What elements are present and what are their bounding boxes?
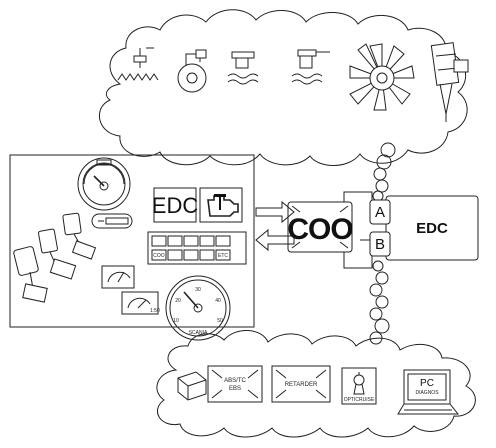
abs-ebs-unit: ABS/TC EBS bbox=[207, 365, 263, 403]
turbo-sensor-icon bbox=[177, 49, 207, 93]
ecu-cloud: ABS/TC EBS RETARDER OPTICRUISE PC DIAGNO… bbox=[156, 330, 476, 438]
edc-module-label: EDC bbox=[416, 220, 448, 237]
edc-port-b: B bbox=[375, 236, 385, 253]
brake-pedal-icon bbox=[38, 228, 77, 280]
accelerator-pedal-icon bbox=[62, 212, 97, 260]
speedometer-brand: SCANIA bbox=[189, 330, 208, 336]
tachometer-icon bbox=[77, 157, 131, 211]
edc-lamp-label: EDC bbox=[152, 193, 199, 218]
warning-lamp-strip: COO ETC bbox=[147, 231, 247, 265]
fan-icon bbox=[349, 43, 415, 111]
crank-sensor-icon bbox=[117, 47, 159, 81]
sensor-cloud bbox=[99, 9, 469, 166]
edc-port-a: A bbox=[375, 204, 385, 221]
engine-check-icon bbox=[199, 187, 243, 223]
retarder-label: RETARDER bbox=[285, 382, 318, 388]
retarder-unit: RETARDER bbox=[271, 365, 331, 403]
ebs-label: EBS bbox=[229, 386, 241, 392]
injector-icon bbox=[430, 42, 469, 122]
edc-module: EDC A B bbox=[369, 195, 479, 261]
fuel-gauge-icon bbox=[101, 265, 135, 289]
dashboard-panel: EDC COO ETC bbox=[9, 154, 255, 341]
temperature-gauge-icon: 1:50 bbox=[121, 291, 160, 315]
speed-tick-20: 20 bbox=[175, 298, 181, 304]
pc-diagnos-laptop-icon: PC DIAGNOS bbox=[397, 369, 460, 415]
clock-display bbox=[91, 213, 133, 229]
abs-tc-label: ABS/TC bbox=[224, 378, 246, 384]
speed-tick-10: 10 bbox=[173, 318, 179, 324]
coolant-sensor-icon bbox=[291, 49, 330, 85]
etc-lamp-label: ETC bbox=[218, 253, 228, 259]
edc-warning-lamp: EDC bbox=[152, 187, 199, 223]
coo-unit: COO bbox=[287, 201, 354, 253]
speed-tick-50: 50 bbox=[217, 318, 223, 324]
opticruise-unit: OPTICRUISE bbox=[341, 367, 377, 405]
temp-sensor-icon bbox=[227, 51, 259, 85]
connection-bubbles-bottom bbox=[369, 260, 390, 345]
arrow-to-panel-icon bbox=[255, 228, 295, 252]
opticruise-label: OPTICRUISE bbox=[344, 397, 375, 403]
ecu-box-icon bbox=[177, 371, 207, 401]
pc-label: PC bbox=[420, 378, 434, 389]
coo-label: COO bbox=[287, 213, 353, 246]
coo-lamp-label: COO bbox=[153, 253, 165, 259]
ratio-display: 1:50 bbox=[150, 308, 160, 314]
speed-tick-30: 30 bbox=[195, 287, 201, 293]
coo-edc-wires bbox=[343, 191, 373, 269]
speedometer-icon: 10 20 30 40 50 SCANIA bbox=[165, 275, 231, 341]
clutch-pedal-icon bbox=[13, 246, 48, 303]
speed-tick-40: 40 bbox=[215, 298, 221, 304]
connection-bubbles-top bbox=[372, 142, 396, 202]
diagnos-label: DIAGNOS bbox=[415, 390, 439, 396]
